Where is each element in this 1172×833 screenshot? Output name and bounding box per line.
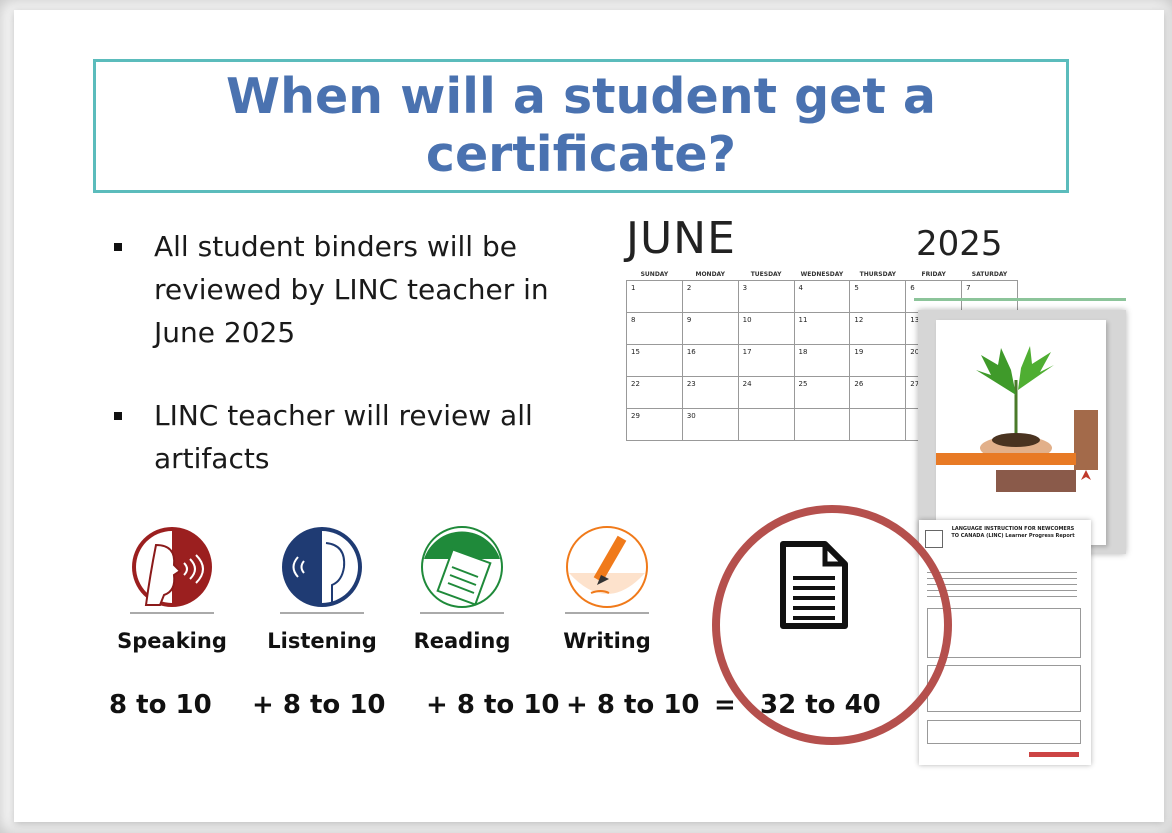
speaking-icon [130,527,214,614]
calendar-day-cell: 19 [849,344,907,377]
bullet-item: LINC teacher will review all artifacts [114,394,584,480]
calendar-day-cell: 7 [961,280,1018,313]
weekday-label: MONDAY [695,270,725,278]
calendar-day-cell: 29 [626,408,683,441]
skill-listening: Listening [267,525,377,653]
skill-label: Speaking [117,629,227,653]
writing-icon [565,526,649,614]
skill-speaking: Speaking [117,525,227,653]
book-orange-band [936,453,1076,465]
form-box [927,665,1081,712]
title-box: When will a student get a certificate? [93,59,1069,193]
bullet-square-icon [114,412,122,420]
skill-writing: Writing [552,525,662,653]
calendar-day-cell: 12 [849,312,907,345]
bullet-text: All student binders will be reviewed by … [154,230,549,349]
score-writing: + 8 to 10 [566,690,700,720]
calendar-day-cell: 11 [793,312,851,345]
calendar-day-cell: 23 [681,376,739,409]
calendar-day-cell: 22 [626,376,683,409]
calendar-day-cell: 25 [793,376,851,409]
reading-icon [420,526,504,614]
skill-label: Listening [267,629,377,653]
canada-flag-icon [1029,752,1079,757]
weekday-label: WEDNESDAY [800,270,844,278]
calendar-day-cell [849,408,907,441]
book-cover-page [936,320,1106,545]
calendar-day-cell: 18 [793,344,851,377]
report-logo-icon [925,530,943,548]
form-line [927,584,1077,585]
calendar-day-cell: 2 [681,280,739,313]
highlight-circle [712,505,952,745]
form-box [927,720,1081,744]
weekday-label: SATURDAY [971,270,1008,278]
bullet-text: LINC teacher will review all artifacts [154,399,533,475]
score-equation: 8 to 10 + 8 to 10 + 8 to 10 + 8 to 10 = … [14,690,914,730]
document-icon [780,541,848,629]
weekday-label: SUNDAY [640,270,669,278]
calendar-year: 2025 [916,224,1003,264]
bullet-square-icon [114,243,122,251]
weekday-label: THURSDAY [859,270,896,278]
book-cover-image [918,310,1126,554]
skill-reading: Reading [407,525,517,653]
calendar-day-cell: 16 [681,344,739,377]
calendar-month: JUNE [626,213,736,264]
slide-title: When will a student get a certificate? [226,68,936,183]
calendar-day-cell: 15 [626,344,683,377]
calendar-day-cell: 10 [737,312,795,345]
score-reading: + 8 to 10 [426,690,560,720]
weekday-label: FRIDAY [921,270,946,278]
calendar-day-cell: 26 [849,376,907,409]
calendar-day-cell: 4 [793,280,851,313]
book-top-line [914,298,1126,301]
score-speaking: 8 to 10 [109,690,212,720]
slide: When will a student get a certificate? A… [14,10,1164,822]
skill-label: Writing [563,629,651,653]
weekday-label: TUESDAY [750,270,782,278]
calendar-day-cell: 30 [681,408,739,441]
score-listening: + 8 to 10 [252,690,386,720]
equals-sign: = [714,690,736,720]
skill-label: Reading [413,629,511,653]
report-title: LANGUAGE INSTRUCTION FOR NEWCOMERS TO CA… [951,526,1075,539]
calendar-day-cell [793,408,851,441]
bullet-item: All student binders will be reviewed by … [114,225,584,354]
calendar-day-cell: 17 [737,344,795,377]
form-line [927,596,1077,597]
form-line [927,572,1077,573]
score-total: 32 to 40 [760,690,881,720]
calendar-body: 1234567891011121314151617181920212223242… [626,280,1018,441]
calendar-day-cell: 8 [626,312,683,345]
calendar-day-cell: 1 [626,280,683,313]
calendar-day-cell: 3 [737,280,795,313]
bullet-list: All student binders will be reviewed by … [114,225,584,520]
calendar-day-cell: 24 [737,376,795,409]
calendar-weekday-row: SUNDAY MONDAY TUESDAY WEDNESDAY THURSDAY… [627,268,1018,281]
listening-icon [280,527,364,614]
form-line [927,590,1077,591]
form-line [927,578,1077,579]
seedling-hands-icon [976,346,1098,492]
calendar-day-cell: 6 [905,280,963,313]
calendar-grid: SUNDAY MONDAY TUESDAY WEDNESDAY THURSDAY… [626,268,1018,441]
calendar-day-cell: 5 [849,280,907,313]
calendar-day-cell [737,408,795,441]
calendar-day-cell: 9 [681,312,739,345]
